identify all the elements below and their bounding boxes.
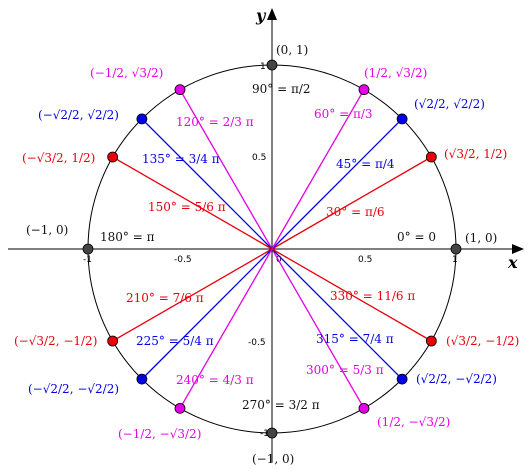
coord-label-315: (√2/2, −√2/2): [416, 372, 497, 386]
ray-315: [271, 248, 403, 380]
x-axis-label: x: [507, 253, 518, 272]
x-tick-label: -0.5: [174, 255, 192, 265]
point-270: [266, 427, 278, 439]
angle-label-150: 150° = 5/6 π: [148, 200, 226, 214]
point-45: [396, 113, 408, 125]
ray-60: [271, 89, 365, 250]
point-0: [450, 243, 462, 255]
ray-135: [141, 118, 273, 250]
coord-label-120: (−1/2, √3/2): [90, 66, 163, 80]
ray-210: [112, 248, 273, 342]
x-tick-label: 1: [452, 255, 458, 265]
coord-label-90: (0, 1): [276, 43, 308, 57]
x-axis-arrow-icon: [512, 244, 524, 254]
angle-label-120: 120° = 2/3 π: [176, 115, 254, 129]
angle-label-315: 315° = 7/4 π: [316, 332, 394, 346]
ray-300: [271, 248, 365, 409]
y-tick-label: 0.5: [252, 153, 266, 163]
point-210: [107, 335, 119, 347]
coord-label-240: (−1/2, −√3/2): [118, 427, 201, 441]
y-tick-label: 1: [260, 62, 266, 72]
ray-150: [112, 156, 273, 250]
angle-label-30: 30° = π/6: [326, 205, 385, 219]
angle-label-330: 330° = 11/6 π: [330, 289, 415, 303]
coord-label-300: (1/2, −√3/2): [377, 415, 450, 429]
coord-label-30: (√3/2, 1/2): [444, 147, 507, 161]
angle-label-225: 225° = 5/4 π: [136, 334, 214, 348]
point-300: [358, 402, 370, 414]
y-tick-label: -1: [260, 429, 269, 439]
angle-label-135: 135° = 3/4 π: [142, 152, 220, 166]
coord-label-150: (−√3/2, 1/2): [22, 151, 95, 165]
x-tick-label: 0.5: [358, 255, 372, 265]
ray-45: [271, 118, 403, 250]
y-axis-arrow-icon: [267, 8, 277, 20]
angle-label-60: 60° = π/3: [314, 107, 373, 121]
angle-label-180: 180° = π: [100, 230, 155, 244]
point-225: [136, 373, 148, 385]
angle-label-240: 240° = 4/3 π: [176, 373, 254, 387]
angle-label-90: 90° = π/2: [252, 82, 311, 96]
circle-points: [82, 59, 462, 439]
coord-label-210: (−√3/2, −1/2): [14, 334, 97, 348]
point-30: [425, 151, 437, 163]
ray-225: [141, 248, 273, 380]
ray-330: [271, 248, 432, 342]
point-315: [396, 373, 408, 385]
ray-240: [179, 248, 273, 409]
angle-label-0: 0° = 0: [397, 230, 436, 244]
radius-rays: [112, 89, 432, 409]
y-tick-label: -0.5: [248, 338, 266, 348]
angle-label-270: 270° = 3/2 π: [242, 398, 320, 412]
point-90: [266, 59, 278, 71]
x-tick-label: -1: [83, 255, 92, 265]
coord-label-135: (−√2/2, √2/2): [38, 108, 119, 122]
point-60: [358, 84, 370, 96]
coord-label-270: (−1, 0): [252, 452, 294, 466]
angle-label-210: 210° = 7/6 π: [126, 291, 204, 305]
ray-30: [271, 156, 432, 250]
coord-label-180: (−1, 0): [26, 223, 68, 237]
coordinate-labels: (1, 0) (√3/2, 1/2) (√2/2, √2/2) (1/2, √3/2)…: [14, 43, 519, 466]
ray-120: [179, 89, 273, 250]
point-150: [107, 151, 119, 163]
coord-label-330: (√3/2, −1/2): [446, 334, 519, 348]
point-330: [425, 335, 437, 347]
coord-label-45: (√2/2, √2/2): [414, 97, 485, 111]
point-120: [174, 84, 186, 96]
coord-label-60: (1/2, √3/2): [364, 66, 427, 80]
point-180: [82, 243, 94, 255]
coord-label-225: (−√2/2, −√2/2): [28, 382, 119, 396]
point-240: [174, 402, 186, 414]
angle-labels: 0° = 0 30° = π/6 45° = π/4 60° = π/390° = π…: [100, 82, 436, 412]
point-135: [136, 113, 148, 125]
angle-label-45: 45° = π/4: [336, 157, 395, 171]
coord-label-0: (1, 0): [465, 231, 497, 245]
y-axis-label: y: [255, 6, 267, 25]
angle-label-300: 300° = 5/3 π: [306, 363, 384, 377]
